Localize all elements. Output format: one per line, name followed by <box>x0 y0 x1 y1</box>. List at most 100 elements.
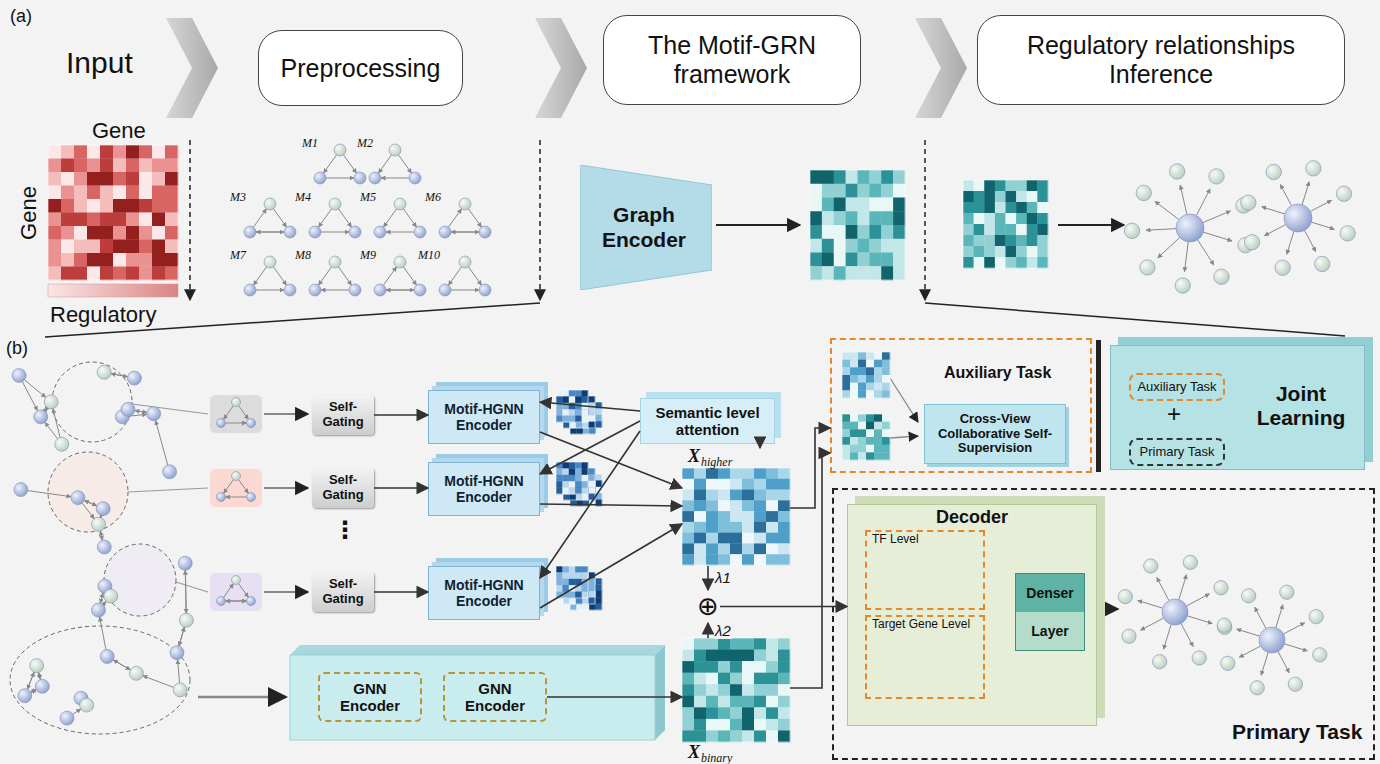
heatmap-cell <box>139 186 152 200</box>
heatmap-cell <box>682 490 694 501</box>
graph-edge <box>226 423 247 424</box>
heatmap-cell <box>48 172 61 186</box>
graph-edge <box>338 267 351 285</box>
heatmap-cell <box>754 684 766 696</box>
heatmap-cell <box>1006 224 1017 235</box>
motif-label: M8 <box>295 248 311 263</box>
node-text: Joint Learning <box>1251 382 1351 430</box>
heatmap-cell <box>718 673 730 685</box>
heatmap-cell <box>582 396 589 403</box>
heatmap-cell <box>874 352 882 360</box>
graph-edge <box>226 497 247 498</box>
heatmap-cell <box>742 479 754 490</box>
heatmap-cell <box>706 684 718 696</box>
heatmap-cell <box>766 533 778 544</box>
heatmap-cell <box>706 479 718 490</box>
heatmap-cell <box>139 240 152 254</box>
heatmap-cell <box>61 226 74 240</box>
graph-edge <box>179 627 184 646</box>
node-text: Motif-HGNN Encoder <box>431 577 537 609</box>
heatmap-cell <box>706 522 718 533</box>
heatmap-cell <box>100 226 113 240</box>
heatmap-cell <box>576 598 583 605</box>
heatmap-cell <box>822 198 834 212</box>
gating-box: Self-Gating <box>312 395 374 435</box>
heatmap-cell <box>810 225 822 239</box>
text-label: (a) <box>10 6 32 27</box>
heatmap-cell <box>974 235 985 246</box>
heatmap-cell <box>778 719 790 731</box>
graph-node <box>60 711 74 725</box>
heatmap-cell <box>556 396 563 403</box>
heatmap-cell <box>562 488 569 495</box>
heatmap-cell <box>589 585 596 592</box>
connector <box>790 428 830 508</box>
heatmap-cell <box>87 226 100 240</box>
heatmap-cell <box>766 696 778 708</box>
heatmap-cell <box>576 591 583 598</box>
motif-label: M3 <box>230 190 246 205</box>
graph-node <box>1176 214 1204 242</box>
heatmap-cell <box>858 367 866 375</box>
heatmap-cell <box>100 213 113 227</box>
heatmap-cell <box>706 554 718 565</box>
connector <box>540 421 640 474</box>
heatmap-cell <box>850 367 858 375</box>
heatmap-cell <box>995 224 1006 235</box>
heatmap-cell <box>766 479 778 490</box>
heatmap-cell <box>562 409 569 416</box>
heatmap-cell <box>100 145 113 159</box>
node-text: Denser <box>1016 574 1084 612</box>
graph-node <box>71 491 85 505</box>
heatmap-cell <box>576 422 583 429</box>
graph-edge <box>113 660 130 670</box>
node-text: Target Gene Level <box>872 618 970 632</box>
panel-b-art <box>10 340 1118 740</box>
heatmap-cell <box>100 172 113 186</box>
heatmap-cell <box>778 661 790 673</box>
graph-edge <box>273 209 286 227</box>
heatmap-cell <box>778 543 790 554</box>
heatmap-cell <box>576 572 583 579</box>
heatmap-cell <box>822 266 834 280</box>
heatmap-cell <box>963 180 974 191</box>
graph-node <box>349 284 361 296</box>
heatmap-frame <box>682 468 790 565</box>
graph-edge <box>135 411 147 413</box>
heatmap-cell <box>100 186 113 200</box>
heatmap-cell <box>562 462 569 469</box>
heatmap-cell <box>563 487 570 494</box>
heatmap-cell <box>730 638 742 650</box>
heatmap-cell <box>706 533 718 544</box>
node-text: Motif-HGNN Encoder <box>431 401 537 433</box>
heatmap-cell <box>754 468 766 479</box>
heatmap-cell <box>718 533 730 544</box>
heatmap-cell <box>858 445 866 453</box>
graph-node <box>1140 260 1155 275</box>
heatmap-cell <box>582 488 589 495</box>
heatmap-cell <box>858 429 866 437</box>
heatmap-cell <box>810 211 822 225</box>
heatmap-cell <box>569 572 576 579</box>
heatmap-cell <box>766 511 778 522</box>
heatmap-cell <box>874 390 882 398</box>
dense-layer: DenserLayer <box>1015 573 1085 651</box>
graph-node <box>394 198 406 210</box>
graph-edge <box>321 232 349 233</box>
graph-node <box>1284 204 1312 232</box>
graph-node <box>1209 169 1224 184</box>
heatmap-cell <box>881 211 893 225</box>
heatmap-cell <box>730 650 742 662</box>
graph-node <box>374 226 386 238</box>
heatmap-cell <box>694 696 706 708</box>
heatmap-cell <box>984 224 995 235</box>
heatmap-cell <box>562 566 569 573</box>
heatmap-cell <box>74 240 87 254</box>
graph-edge <box>326 178 354 179</box>
graph-node <box>232 398 241 407</box>
heatmap-cell <box>576 474 583 481</box>
heatmap-cell <box>61 240 74 254</box>
heatmap-cell <box>706 730 718 742</box>
heatmap-cell <box>582 468 589 475</box>
heatmap-frame <box>563 396 595 428</box>
